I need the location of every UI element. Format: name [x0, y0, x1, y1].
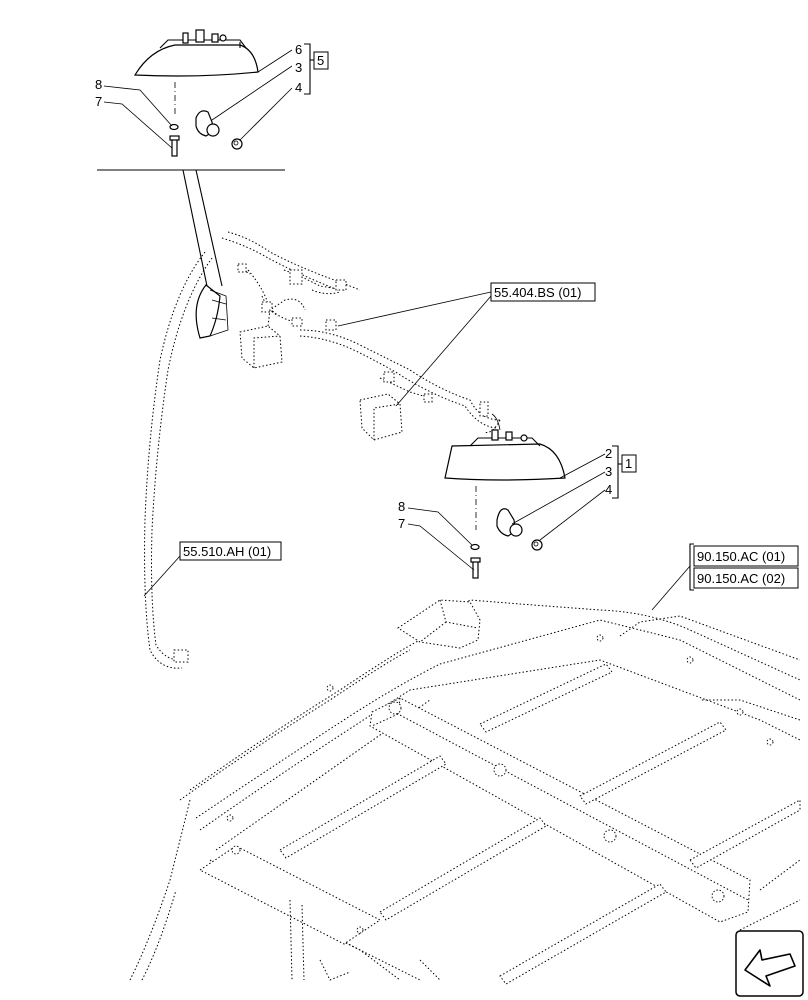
- top-callout-8: 8: [95, 77, 102, 92]
- square-lamp-left: [239, 309, 283, 369]
- svg-text:7: 7: [95, 94, 102, 109]
- ref-90-150-ac-02[interactable]: 90.150.AC (02): [693, 567, 799, 589]
- mid-group-box: 1: [621, 454, 637, 473]
- ref-90-150-ac-01[interactable]: 90.150.AC (01): [693, 545, 799, 567]
- mid-washer: [470, 543, 480, 551]
- svg-text:7: 7: [398, 516, 405, 531]
- top-bolt: [169, 135, 180, 157]
- svg-text:1: 1: [625, 456, 632, 471]
- mid-callout-7: 7: [398, 516, 405, 531]
- svg-text:55.404.BS (01): 55.404.BS (01): [494, 285, 581, 300]
- top-bulb-socket: [195, 110, 220, 137]
- mid-work-lamp: [444, 413, 566, 481]
- svg-text:3: 3: [295, 60, 302, 75]
- square-lamp-right: [359, 393, 403, 441]
- mid-callout-8: 8: [398, 499, 405, 514]
- wiring-harness: [144, 231, 501, 669]
- svg-text:55.510.AH (01): 55.510.AH (01): [183, 544, 271, 559]
- svg-text:8: 8: [95, 77, 102, 92]
- mid-bolt: [470, 557, 481, 579]
- svg-text:4: 4: [295, 80, 302, 95]
- ref-55-510-ah[interactable]: 55.510.AH (01): [179, 541, 282, 561]
- svg-text:6: 6: [295, 42, 302, 57]
- svg-text:4: 4: [605, 482, 612, 497]
- mid-callout-2: 2: [605, 446, 612, 461]
- top-callout-4: 4: [295, 80, 302, 95]
- svg-text:90.150.AC (02): 90.150.AC (02): [697, 571, 785, 586]
- arrow-back-icon[interactable]: [735, 930, 804, 997]
- mid-bulb: [531, 539, 543, 551]
- svg-text:2: 2: [605, 446, 612, 461]
- mid-callout-4: 4: [605, 482, 612, 497]
- top-callout-7: 7: [95, 94, 102, 109]
- svg-text:3: 3: [605, 464, 612, 479]
- top-group-box: 5: [313, 51, 329, 70]
- top-work-lamp: [133, 29, 259, 77]
- mid-callout-3: 3: [605, 464, 612, 479]
- top-bulb: [231, 138, 243, 150]
- mid-bulb-socket: [496, 508, 523, 537]
- svg-text:5: 5: [317, 53, 324, 68]
- mounted-lamp-side: [195, 284, 229, 339]
- top-callout-6: 6: [295, 42, 302, 57]
- svg-text:90.150.AC (01): 90.150.AC (01): [697, 549, 785, 564]
- top-callout-3: 3: [295, 60, 302, 75]
- svg-text:8: 8: [398, 499, 405, 514]
- cab-roof: [129, 599, 801, 985]
- ref-55-404-bs[interactable]: 55.404.BS (01): [490, 282, 596, 302]
